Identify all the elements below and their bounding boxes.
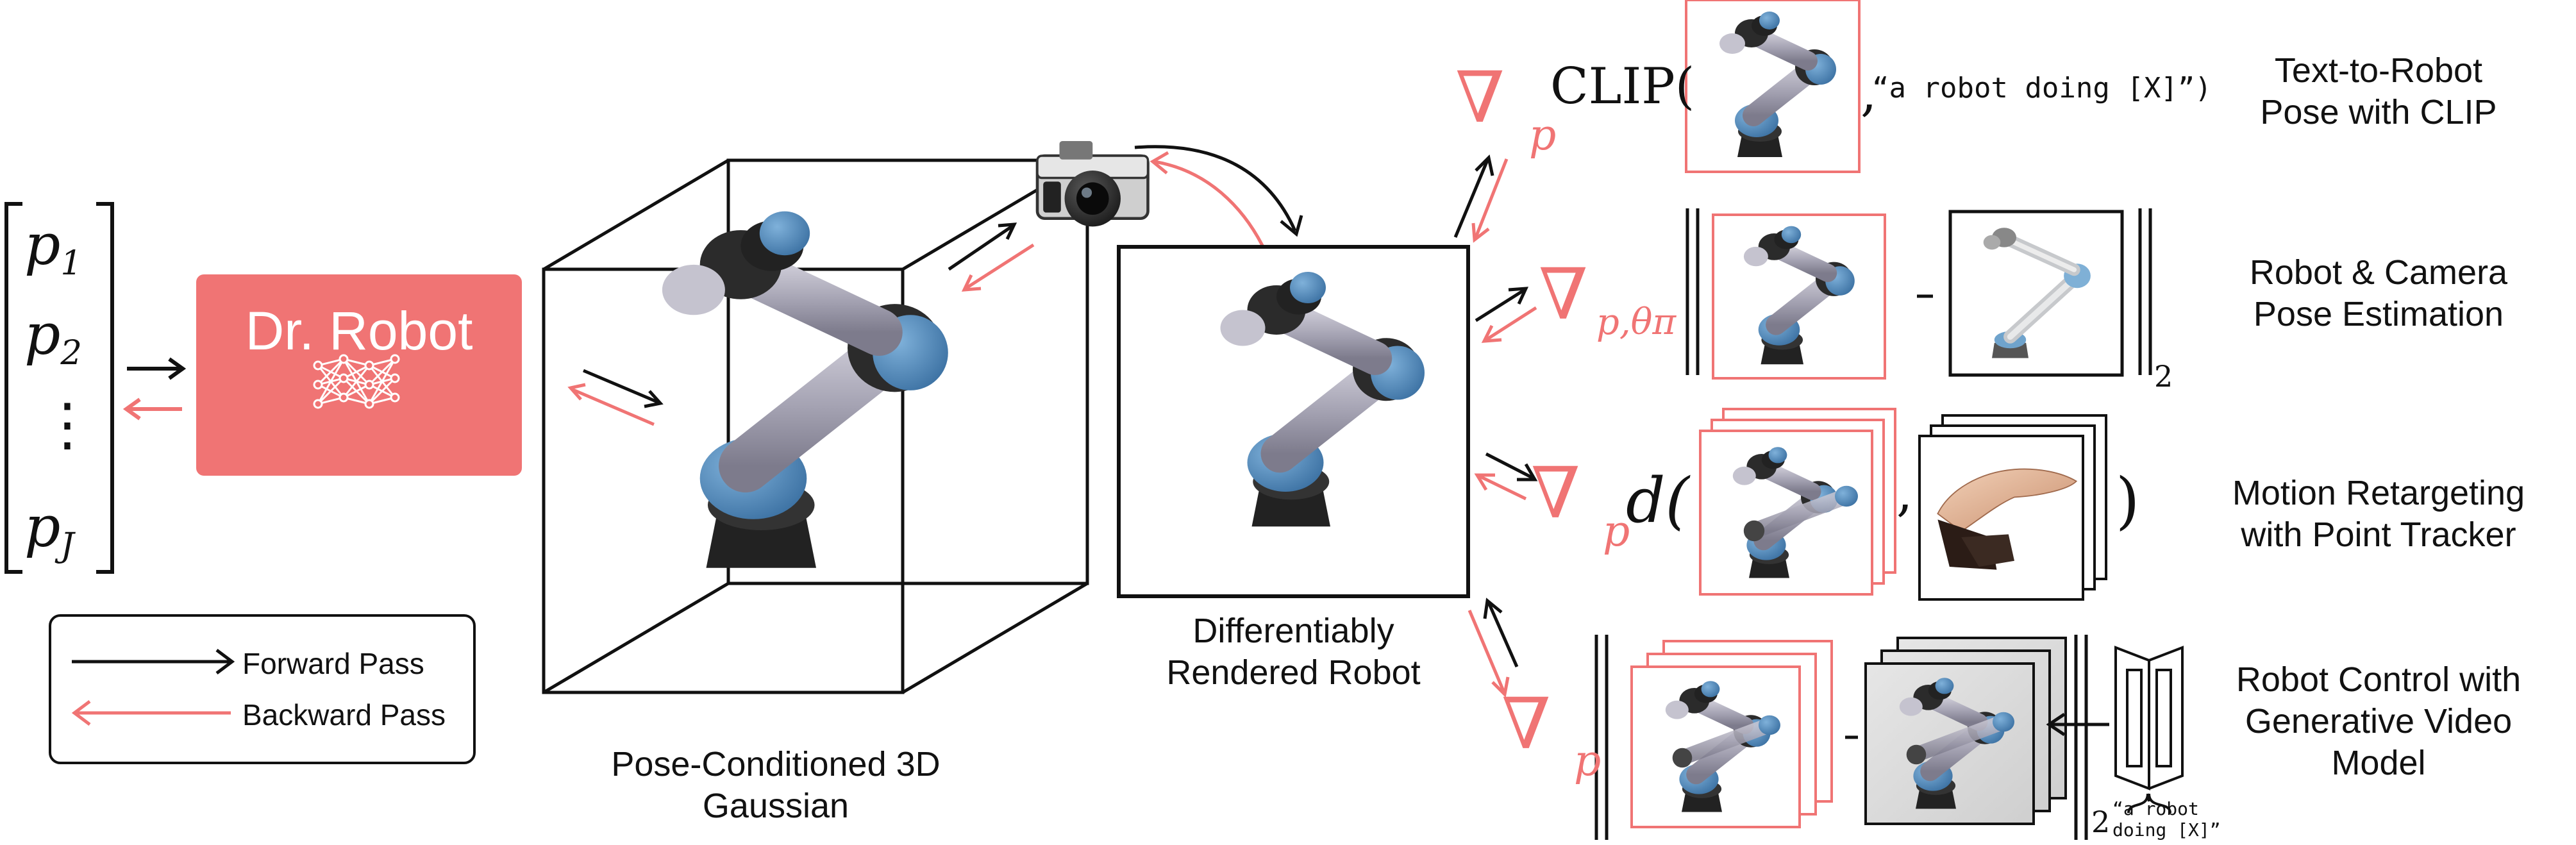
vector-entry-p1-subscript: 1 — [60, 243, 82, 283]
nabla-row3: ∇ — [1531, 452, 1580, 534]
nabla-row2-sub: p,θπ — [1596, 301, 1677, 343]
vector-entry-p1: p1 — [24, 212, 82, 283]
video-prompt: “a robot doing [X]” — [2112, 798, 2221, 841]
task1-arrows — [1453, 154, 1509, 243]
gaussian-caption: Pose-Conditioned 3D Gaussian — [551, 744, 1000, 827]
retarget-render-stack — [1699, 408, 1896, 596]
vector-entry-pj-base: p — [24, 494, 61, 560]
render-caption-line2: Rendered Robot — [1166, 653, 1421, 692]
input-vector-brackets — [4, 202, 114, 574]
task-title-clip-line1: Text-to-Robot — [2274, 51, 2483, 90]
vector-entry-pj: pJ — [24, 494, 74, 565]
legend-backward-label: Backward Pass — [242, 698, 446, 732]
nabla-row1: ∇ — [1455, 56, 1505, 138]
task-title-pose-line1: Robot & Camera — [2249, 253, 2508, 292]
nabla-row2: ∇ — [1539, 253, 1588, 335]
video-model-icon — [2114, 646, 2184, 814]
legend-forward-label: Forward Pass — [242, 647, 424, 680]
task-title-retarget-line2: with Point Tracker — [2241, 515, 2516, 554]
vector-entry-p1-base: p — [24, 212, 61, 278]
task4-arrows — [1468, 598, 1519, 698]
task-title-clip-line2: Pose with CLIP — [2260, 92, 2497, 131]
task-title-video: Robot Control with Generative Video Mode… — [2199, 659, 2558, 783]
vector-entry-p2-subscript: 2 — [60, 333, 82, 372]
retarget-comma: , — [1896, 463, 1913, 523]
vector-to-model-arrows — [122, 357, 187, 421]
legend-box — [49, 614, 476, 764]
render-caption-line1: Differentiably — [1192, 612, 1394, 650]
vector-entry-p2-base: p — [24, 301, 61, 367]
legend-forward-arrow — [72, 649, 235, 674]
vector-entry-dots: ⋮ — [38, 391, 96, 458]
clip-image-frame — [1685, 0, 1861, 173]
legend-backward-arrow — [71, 700, 231, 726]
clip-comma: , — [1861, 63, 1877, 122]
nabla-row4-sub: p — [1574, 736, 1602, 785]
task-title-video-line3: Model — [2331, 743, 2426, 782]
gaussian-robot — [662, 212, 948, 568]
gaussian-caption-line1: Pose-Conditioned 3D — [611, 745, 941, 783]
cube-camera-arrows — [948, 222, 1035, 292]
video-generated-stack — [1864, 637, 2067, 825]
vector-entry-p2: p2 — [24, 301, 82, 372]
task-title-video-line2: Generative Video — [2245, 701, 2513, 740]
distance-function: d( — [1626, 465, 1689, 537]
render-caption: Differentiably Rendered Robot — [1119, 610, 1468, 694]
retarget-close-paren: ) — [2116, 465, 2140, 537]
video-control-norm — [1594, 635, 2088, 840]
nabla-row1-sub: p — [1529, 110, 1557, 160]
cube-entry-arrows — [567, 369, 664, 426]
camera-icon — [1037, 141, 1148, 226]
retarget-hand-stack — [1918, 414, 2107, 601]
camera-render-arrows — [1134, 145, 1303, 255]
vector-entry-pj-subscript: J — [60, 525, 74, 565]
gaussian-caption-line2: Gaussian — [702, 786, 849, 825]
task-title-video-line1: Robot Control with — [2236, 660, 2522, 699]
task-title-retarget: Motion Retargeting with Point Tracker — [2199, 473, 2558, 556]
video-render-stack — [1630, 640, 1833, 828]
pose-estimation-norm — [1685, 208, 2152, 375]
task-title-pose: Robot & Camera Pose Estimation — [2199, 252, 2558, 335]
norm-sub-row2: 2 — [2154, 359, 2173, 394]
video-model-arrow — [2046, 712, 2109, 737]
nabla-row3-sub: p — [1603, 506, 1630, 556]
nabla-row4: ∇ — [1501, 683, 1551, 765]
task-title-retarget-line1: Motion Retargeting — [2232, 474, 2525, 512]
norm-sub-row4: 2 — [2091, 805, 2111, 839]
task-title-pose-line2: Pose Estimation — [2253, 294, 2504, 333]
real-robot-frame-row2 — [1948, 210, 2124, 377]
clip-function: CLIP( — [1550, 58, 1695, 115]
task-title-clip: Text-to-Robot Pose with CLIP — [2199, 50, 2558, 133]
video-prompt-line1: “a robot — [2112, 798, 2199, 819]
clip-prompt: “a robot doing [X]”) — [1872, 72, 2212, 105]
render-frame-row2 — [1712, 213, 1886, 380]
task3-arrows — [1474, 452, 1538, 501]
task2-arrows — [1475, 287, 1537, 343]
video-prompt-line2: doing [X]” — [2112, 819, 2221, 841]
dr-robot-label: Dr. Robot — [245, 301, 473, 361]
